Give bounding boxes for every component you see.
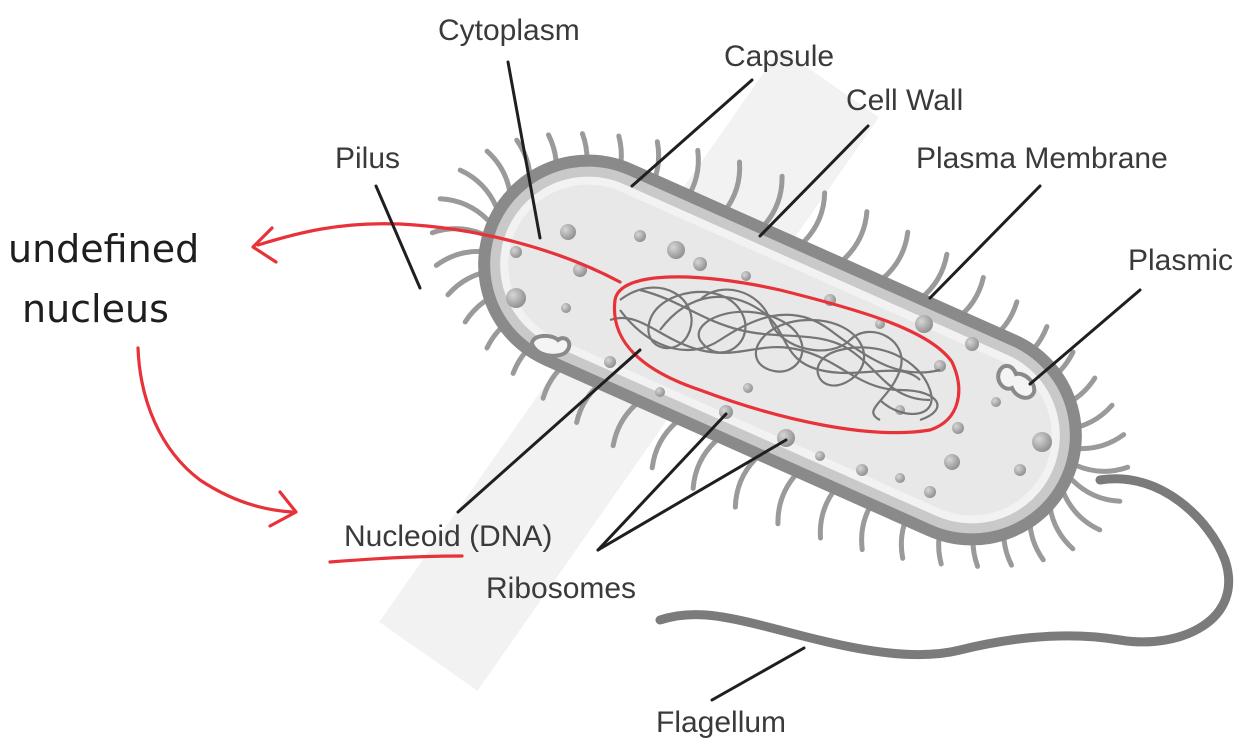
pointer-arrowhead-note <box>253 228 276 262</box>
label-plasma-membrane: Plasma Membrane <box>916 142 1168 175</box>
ribosome <box>991 397 1001 407</box>
label-flagellum: Flagellum <box>656 706 786 739</box>
pointer-arrow-to-label <box>138 348 292 512</box>
ribosome <box>915 315 933 333</box>
ribosome <box>944 454 960 470</box>
ribosome <box>561 303 571 313</box>
label-nucleoid: Nucleoid (DNA) <box>344 520 552 553</box>
ribosome <box>506 288 526 308</box>
ribosome <box>895 473 905 483</box>
ribosome <box>510 246 522 258</box>
label-capsule: Capsule <box>724 40 834 73</box>
label-cytoplasm: Cytoplasm <box>438 14 580 47</box>
ribosome <box>634 230 646 242</box>
label-ribosomes: Ribosomes <box>486 572 636 605</box>
ribosome <box>1014 464 1026 476</box>
ribosome <box>1032 432 1052 452</box>
ribosome <box>965 337 979 351</box>
label-plasmid: Plasmic <box>1128 244 1233 277</box>
ribosome <box>741 271 751 281</box>
pilus-strand <box>772 474 800 524</box>
handwritten-note-line1: undefined <box>8 227 199 271</box>
handwritten-note-line2: nucleus <box>22 287 169 331</box>
ribosome <box>952 422 964 434</box>
label-pilus: Pilus <box>335 142 400 175</box>
ribosome <box>743 383 753 393</box>
pilus-strand <box>845 211 871 261</box>
pilus-strand <box>440 194 490 220</box>
ribosome <box>924 486 936 498</box>
ribosome <box>667 241 685 259</box>
ribosome <box>655 387 665 397</box>
ribosome <box>604 356 616 368</box>
ribosome <box>815 451 825 461</box>
pilus-strand <box>1070 480 1120 506</box>
ribosome <box>693 257 707 271</box>
ribosome <box>856 464 868 476</box>
ribosome <box>719 405 733 419</box>
pilus-strand <box>689 439 715 489</box>
ribosome <box>560 224 576 240</box>
pilus-strand <box>883 231 911 281</box>
label-cell-wall: Cell Wall <box>846 84 963 117</box>
